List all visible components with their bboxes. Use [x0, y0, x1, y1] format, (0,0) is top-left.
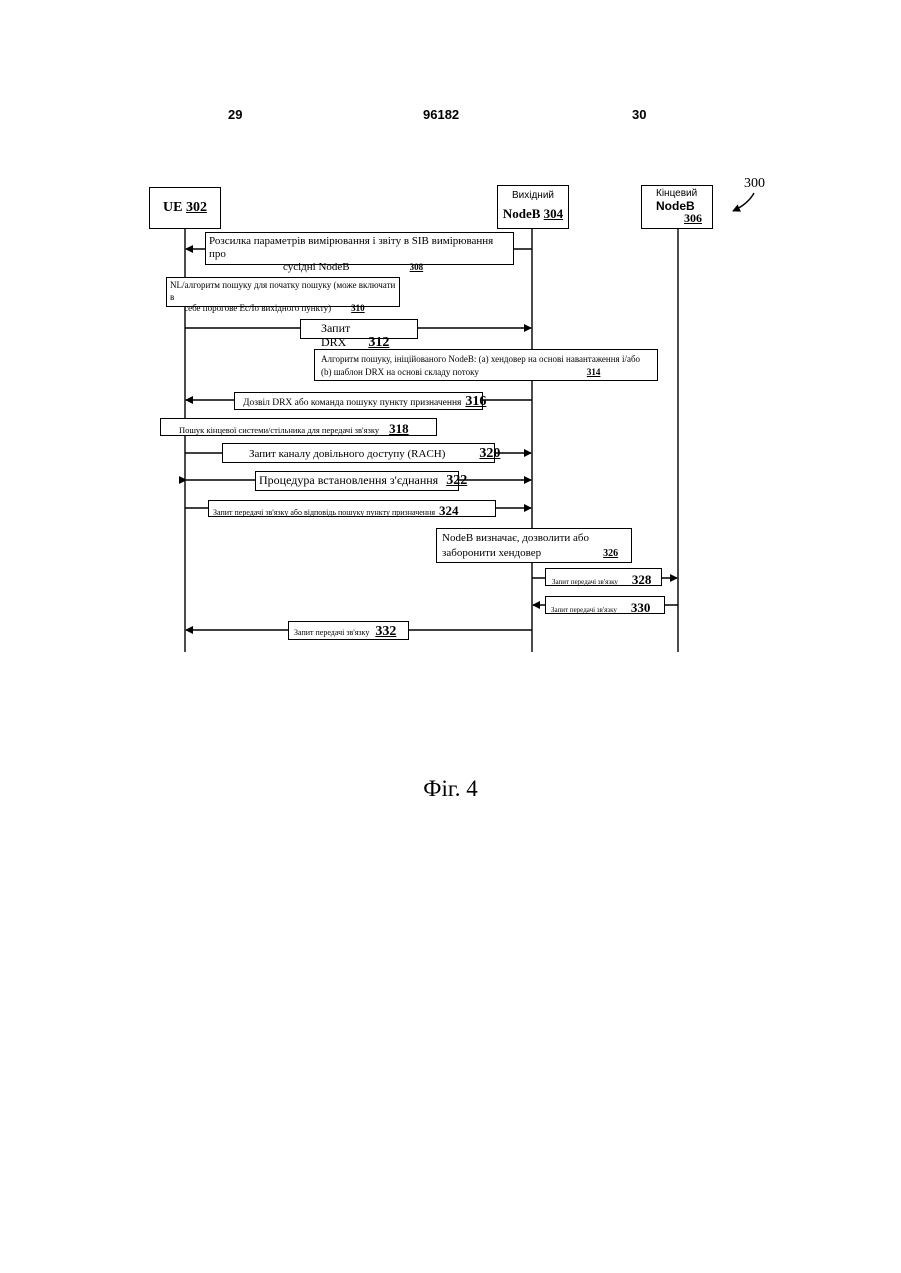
- message-330-number: 330: [631, 600, 651, 615]
- message-322-box: Процедура встановлення з'єднання322: [255, 471, 459, 491]
- message-318-box: Пошук кінцевої системи/стільника для пер…: [160, 418, 437, 436]
- message-326-box: NodeB визначає, дозволити або заборонити…: [436, 528, 632, 563]
- target-nodeb-box: Кінцевий NodeB 306: [641, 185, 713, 229]
- message-318-number: 318: [389, 421, 409, 436]
- message-324-number: 324: [439, 503, 459, 518]
- message-328-label: Запит передачі зв'язку: [552, 578, 618, 586]
- figure-ref-number: 300: [744, 176, 765, 192]
- message-308-line2: сусідні NodeB: [283, 261, 350, 273]
- message-326-number: 326: [603, 548, 618, 559]
- message-324-label: Запит передачі зв'язку або відповідь пош…: [213, 508, 435, 517]
- figure-ref-arrow: [733, 193, 754, 211]
- message-332-label: Запит передачі зв'язку: [294, 628, 369, 637]
- message-308-line1: Розсилка параметрів вимірювання і звіту …: [209, 235, 510, 261]
- message-326-line2: заборонити хендовер: [442, 547, 541, 559]
- source-nodeb-number: 304: [544, 206, 564, 221]
- message-324-box: Запит передачі зв'язку або відповідь пош…: [208, 500, 496, 517]
- message-316-label: Дозвіл DRX або команда пошуку пункту при…: [243, 398, 461, 408]
- message-316-number: 316: [465, 394, 486, 409]
- message-320-box: Запит каналу довільного доступу (RACH)32…: [222, 443, 495, 463]
- message-322-number: 322: [446, 473, 467, 488]
- message-314-box: Алгоритм пошуку, ініційованого NodeB: (a…: [314, 349, 658, 381]
- figure-caption: Фіг. 4: [0, 776, 901, 802]
- ue-entity-box: UE 302: [149, 187, 221, 229]
- ue-number: 302: [186, 200, 207, 217]
- message-308-number: 308: [410, 262, 424, 272]
- message-320-number: 320: [479, 446, 500, 461]
- message-318-label: Пошук кінцевої системи/стільника для пер…: [179, 425, 379, 435]
- message-322-label: Процедура встановлення з'єднання: [259, 473, 438, 487]
- message-310-number: 310: [351, 303, 365, 313]
- message-330-label: Запит передачі зв'язку: [551, 606, 617, 614]
- source-nodeb-label: NodeB: [503, 206, 541, 221]
- message-312-label: Запит DRX: [321, 321, 350, 349]
- message-328-number: 328: [632, 572, 652, 587]
- message-308-box: Розсилка параметрів вимірювання і звіту …: [205, 232, 514, 265]
- message-312-box: Запит DRX312: [300, 319, 418, 339]
- message-332-box: Запит передачі зв'язку 332: [288, 621, 409, 640]
- message-316-box: Дозвіл DRX або команда пошуку пункту при…: [234, 392, 483, 410]
- message-314-line1: Алгоритм пошуку, ініційованого NodeB: (a…: [321, 353, 651, 366]
- ue-label: UE: [163, 200, 182, 217]
- message-310-line1: NL/алгоритм пошуку для початку пошуку (м…: [170, 280, 396, 303]
- message-332-number: 332: [375, 624, 396, 639]
- message-330-box: Запит передачі зв'язку 330: [545, 596, 665, 614]
- message-320-label: Запит каналу довільного доступу (RACH): [249, 448, 445, 460]
- message-310-line2: себе порогове Ec/Io вихідного пункту): [184, 303, 331, 313]
- target-nodeb-number: 306: [656, 212, 712, 224]
- message-314-number: 314: [587, 367, 601, 377]
- message-314-line2: (b) шаблон DRX на основі складу потоку: [321, 367, 479, 377]
- source-nodeb-title: Вихідний: [498, 190, 568, 202]
- message-310-box: NL/алгоритм пошуку для початку пошуку (м…: [166, 277, 400, 307]
- source-nodeb-box: Вихідний NodeB 304: [497, 185, 569, 229]
- message-326-line1: NodeB визначає, дозволити або: [442, 531, 626, 546]
- message-328-box: Запит передачі зв'язку 328: [545, 568, 662, 586]
